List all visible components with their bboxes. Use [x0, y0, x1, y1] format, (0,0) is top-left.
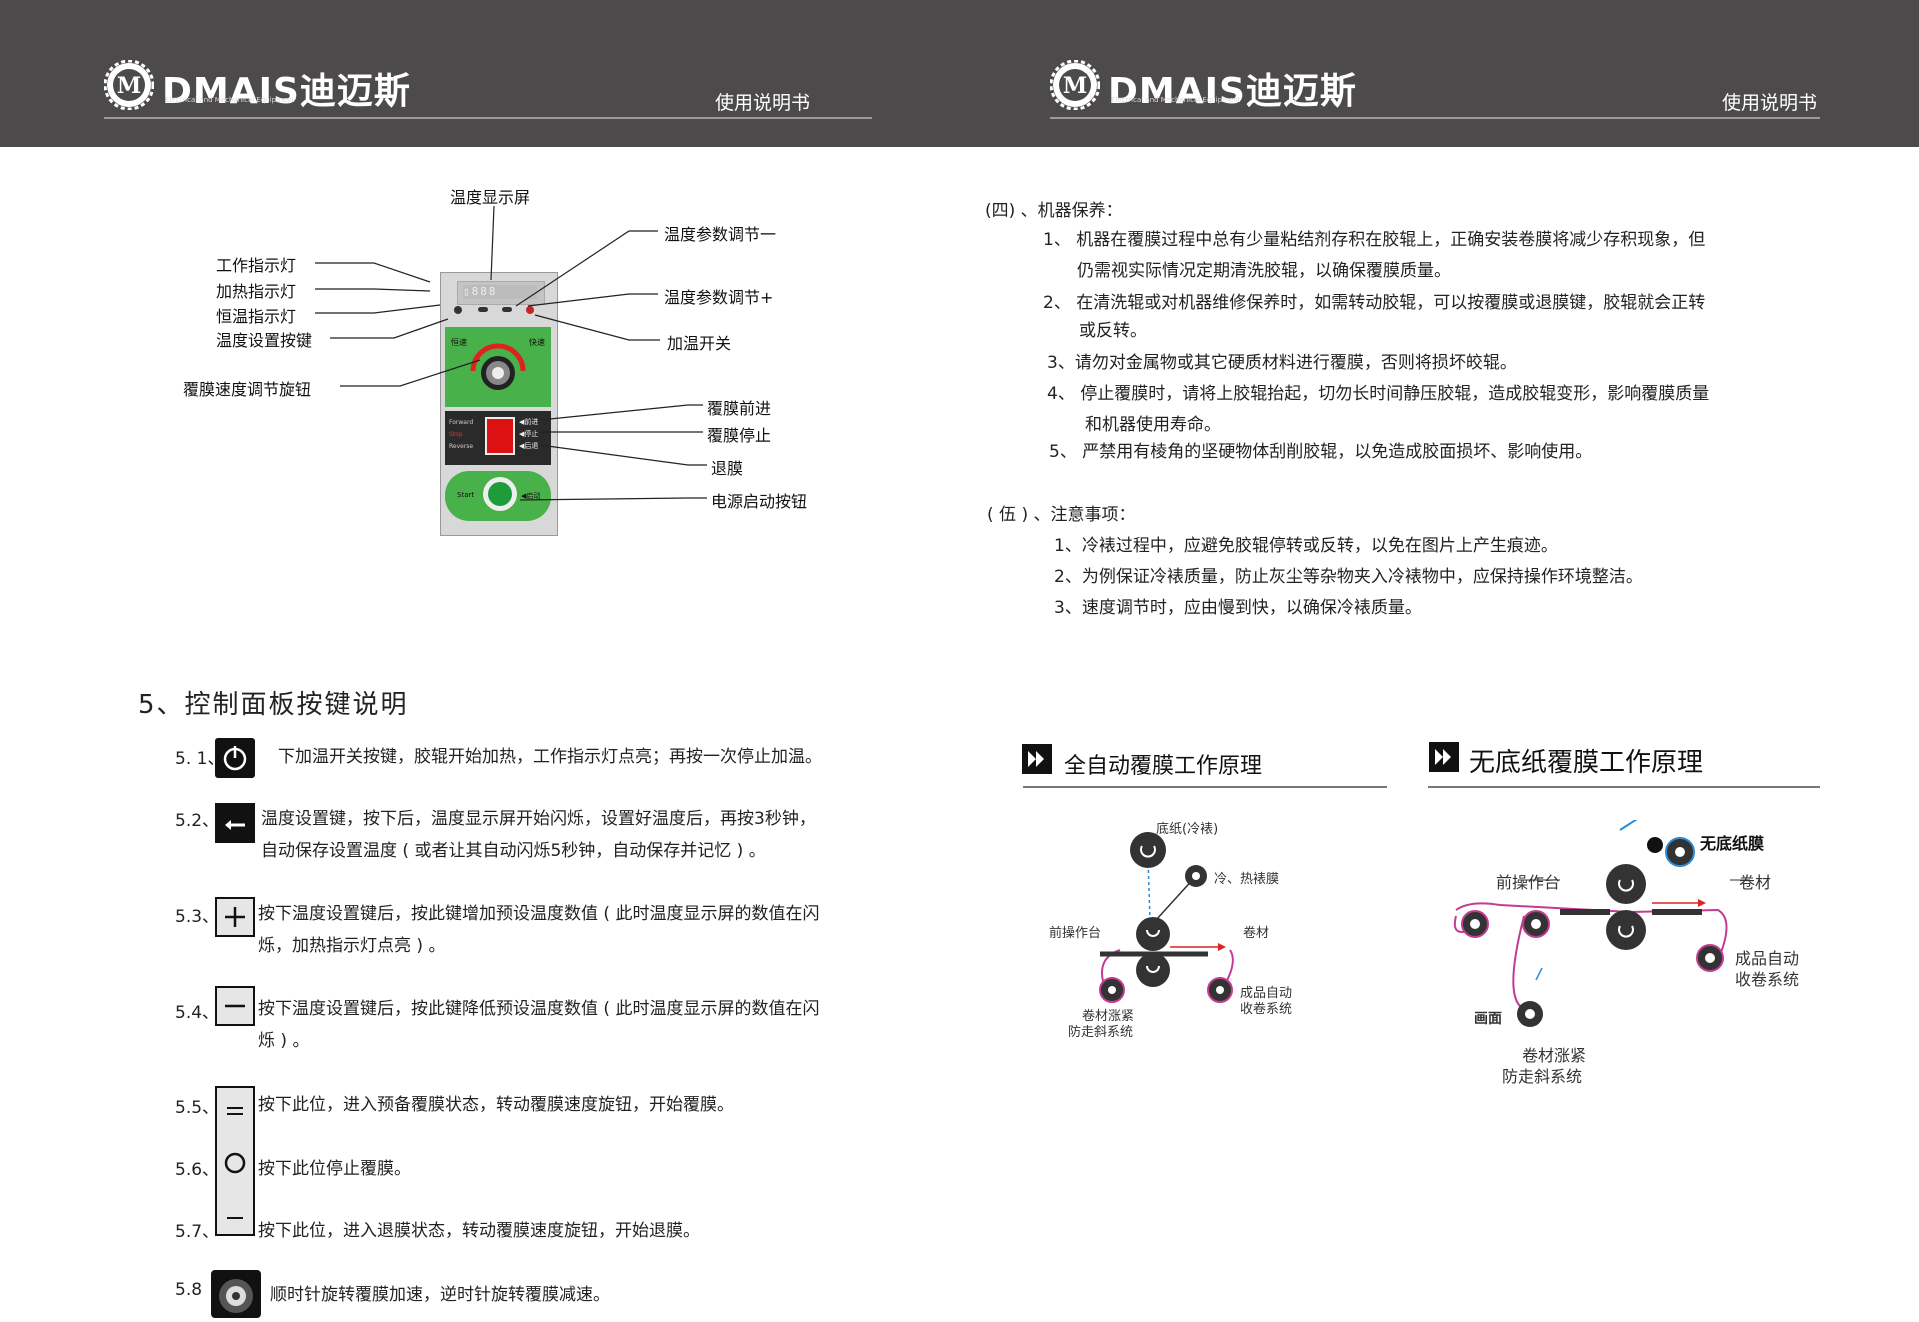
key-desc-plus: 烁，加热指示灯点亮 ) 。 [258, 936, 446, 956]
panel-leader-lines [315, 205, 707, 501]
label-temp-minus: 温度参数调节一 [664, 225, 777, 244]
label-base-paper: 底纸(冷裱) [1156, 822, 1219, 837]
key-desc-forward: 按下此位，进入预备覆膜状态，转动覆膜速度旋钮，开始覆膜。 [258, 1095, 734, 1115]
power-start-button[interactable] [483, 477, 517, 511]
key-number: 5.8 [175, 1280, 203, 1300]
key-number: 5.3、 [175, 907, 220, 927]
nopaper-lamination-diagram [1453, 820, 1750, 1027]
maintenance-item: 4、 停止覆膜时，请将上胶辊抬起，切勿长时间静压胶辊，造成胶辊变形，影响覆膜质量 [1047, 384, 1710, 404]
label-work-light: 工作指示灯 [216, 256, 297, 275]
label-stop: 覆膜停止 [707, 426, 772, 445]
maintenance-item: 5、 严禁用有棱角的坚硬物体刮削胶辊，以免造成胶面损坏、影响使用。 [1049, 442, 1593, 462]
key-number: 5.4、 [175, 1003, 220, 1023]
brand-name: DMAIS迪迈斯 [162, 71, 411, 112]
minus-key-icon [215, 986, 255, 1026]
control-panel: ▯888 恒速 快速 Forward Stop Reverse ◀前进 ◀停止 … [440, 272, 558, 536]
key-desc-power: 下加温开关按键，胶辊开始加热，工作指示灯点亮；再按一次停止加温。 [278, 747, 822, 767]
key-number: 5.5、 [175, 1098, 220, 1118]
maintenance-item: 和机器使用寿命。 [1085, 415, 1221, 435]
key-desc-set: 温度设置键，按下后，温度显示屏开始闪烁，设置好温度后，再按3秒钟， [261, 809, 816, 829]
key-desc-minus: 烁 ) 。 [258, 1031, 310, 1051]
key-desc-plus: 按下温度设置键后，按此键增加预设温度数值 ( 此时温度显示屏的数值在闪 [258, 904, 820, 924]
label-heat-light: 加热指示灯 [216, 282, 297, 301]
label-picture: 画面 [1474, 1011, 1502, 1027]
label-temp-plus: 温度参数调节+ [664, 288, 774, 307]
maintenance-item: 或反转。 [1079, 321, 1147, 341]
plus-key-icon [215, 897, 255, 937]
header-rule [1050, 117, 1820, 119]
label-const-light: 恒温指示灯 [216, 307, 297, 326]
maintenance-title: (四) 、机器保养： [985, 201, 1123, 221]
label-rewind: 成品自动 [1735, 949, 1800, 968]
play-icon [1429, 742, 1459, 772]
gear-logo-icon: M [1050, 60, 1100, 110]
svg-text:M: M [117, 73, 141, 99]
indicator-row [454, 306, 546, 316]
label-rewind: 收卷系统 [1735, 970, 1800, 989]
section-rule [1428, 786, 1820, 788]
maintenance-item: 1、 机器在覆膜过程中总有少量粘结剂存积在胶辊上，正确安装卷膜将减少存积现象，但 [1043, 230, 1706, 250]
notes-item: 1、冷裱过程中，应避免胶辊停转或反转，以免在图片上产生痕迹。 [1054, 536, 1558, 556]
label-roll: 卷材 [1243, 926, 1270, 941]
key-number: 5.2、 [175, 811, 220, 831]
speed-knob-icon [211, 1270, 261, 1318]
notes-title: ( 伍 ) 、注意事项： [987, 505, 1136, 525]
gear-logo-icon: M [104, 60, 154, 110]
label-tension: 卷材涨紧 [1082, 1009, 1135, 1024]
manual-label: 使用说明书 [715, 92, 811, 114]
start-button-area: Start ◀启动 [445, 471, 551, 521]
power-key-icon [215, 738, 255, 778]
label-roll: 卷材 [1739, 873, 1772, 892]
rocker-key-icon [215, 1086, 255, 1236]
key-desc-stop: 按下此位停止覆膜。 [258, 1159, 411, 1179]
play-icon [1022, 744, 1052, 774]
label-reverse: 退膜 [711, 459, 744, 478]
brand-subtitle: Electrical and Mechanical Equipment [1111, 96, 1241, 104]
label-tension: 卷材涨紧 [1522, 1046, 1587, 1065]
direction-switch-area: Forward Stop Reverse ◀前进 ◀停止 ◀后退 [445, 411, 551, 465]
key-number: 5. 1、 [175, 749, 225, 769]
keys-section-title: 5、控制面板按键说明 [138, 690, 409, 720]
display-digits: ▯888 [463, 285, 537, 299]
nopaper-diagram-title: 无底纸覆膜工作原理 [1469, 748, 1704, 778]
manual-label: 使用说明书 [1722, 92, 1818, 114]
arrow-left-key-icon [215, 803, 255, 843]
section-rule [1023, 786, 1387, 788]
key-desc-reverse: 按下此位，进入退膜状态，转动覆膜速度旋钮，开始退膜。 [258, 1221, 700, 1241]
label-film: 无底纸膜 [1700, 834, 1765, 853]
label-tension: 防走斜系统 [1068, 1025, 1134, 1040]
label-heat-switch: 加温开关 [667, 334, 732, 353]
label-film: 冷、热裱膜 [1214, 872, 1280, 887]
label-temp-display: 温度显示屏 [450, 188, 531, 207]
key-desc-minus: 按下温度设置键后，按此键降低预设温度数值 ( 此时温度显示屏的数值在闪 [258, 999, 820, 1019]
notes-item: 3、速度调节时，应由慢到快，以确保冷裱质量。 [1054, 598, 1422, 618]
rocker-switch[interactable] [485, 417, 515, 455]
brand-name: DMAIS迪迈斯 [1108, 71, 1357, 112]
brand-subtitle: Electrical and Mechanical Equipment [165, 96, 295, 104]
label-power-button: 电源启动按钮 [711, 492, 808, 511]
key-desc-knob: 顺时针旋转覆膜加速，逆时针旋转覆膜减速。 [270, 1285, 610, 1305]
maintenance-item: 仍需视实际情况定期清洗胶辊，以确保覆膜质量。 [1077, 261, 1451, 281]
auto-diagram-title: 全自动覆膜工作原理 [1064, 754, 1263, 779]
page-header [0, 0, 1919, 147]
svg-text:M: M [1063, 73, 1087, 99]
key-number: 5.7、 [175, 1222, 220, 1242]
auto-lamination-diagram [1099, 832, 1234, 1003]
label-rewind: 收卷系统 [1240, 1002, 1293, 1017]
label-rewind: 成品自动 [1240, 986, 1293, 1001]
header-rule [104, 117, 872, 119]
label-speed-knob: 覆膜速度调节旋钮 [183, 380, 312, 399]
notes-item: 2、为例保证冷裱质量，防止灰尘等杂物夹入冷裱物中，应保持操作环境整洁。 [1054, 567, 1643, 587]
label-front-table: 前操作台 [1496, 873, 1561, 892]
key-desc-set: 自动保存设置温度 ( 或者让其自动闪烁5秒钟，自动保存并记忆 ) 。 [261, 841, 766, 861]
label-tension: 防走斜系统 [1502, 1067, 1583, 1086]
label-temp-set-key: 温度设置按键 [216, 331, 313, 350]
speed-knob-area: 恒速 快速 [445, 327, 551, 407]
key-number: 5.6、 [175, 1160, 220, 1180]
maintenance-item: 3、请勿对金属物或其它硬质材料进行覆膜，否则将损坏皎辊。 [1047, 353, 1517, 373]
label-forward: 覆膜前进 [707, 399, 772, 418]
label-front-table: 前操作台 [1049, 926, 1102, 941]
maintenance-item: 2、 在清洗辊或对机器维修保养时，如需转动胶辊，可以按覆膜或退膜键，胶辊就会正转 [1043, 293, 1706, 313]
